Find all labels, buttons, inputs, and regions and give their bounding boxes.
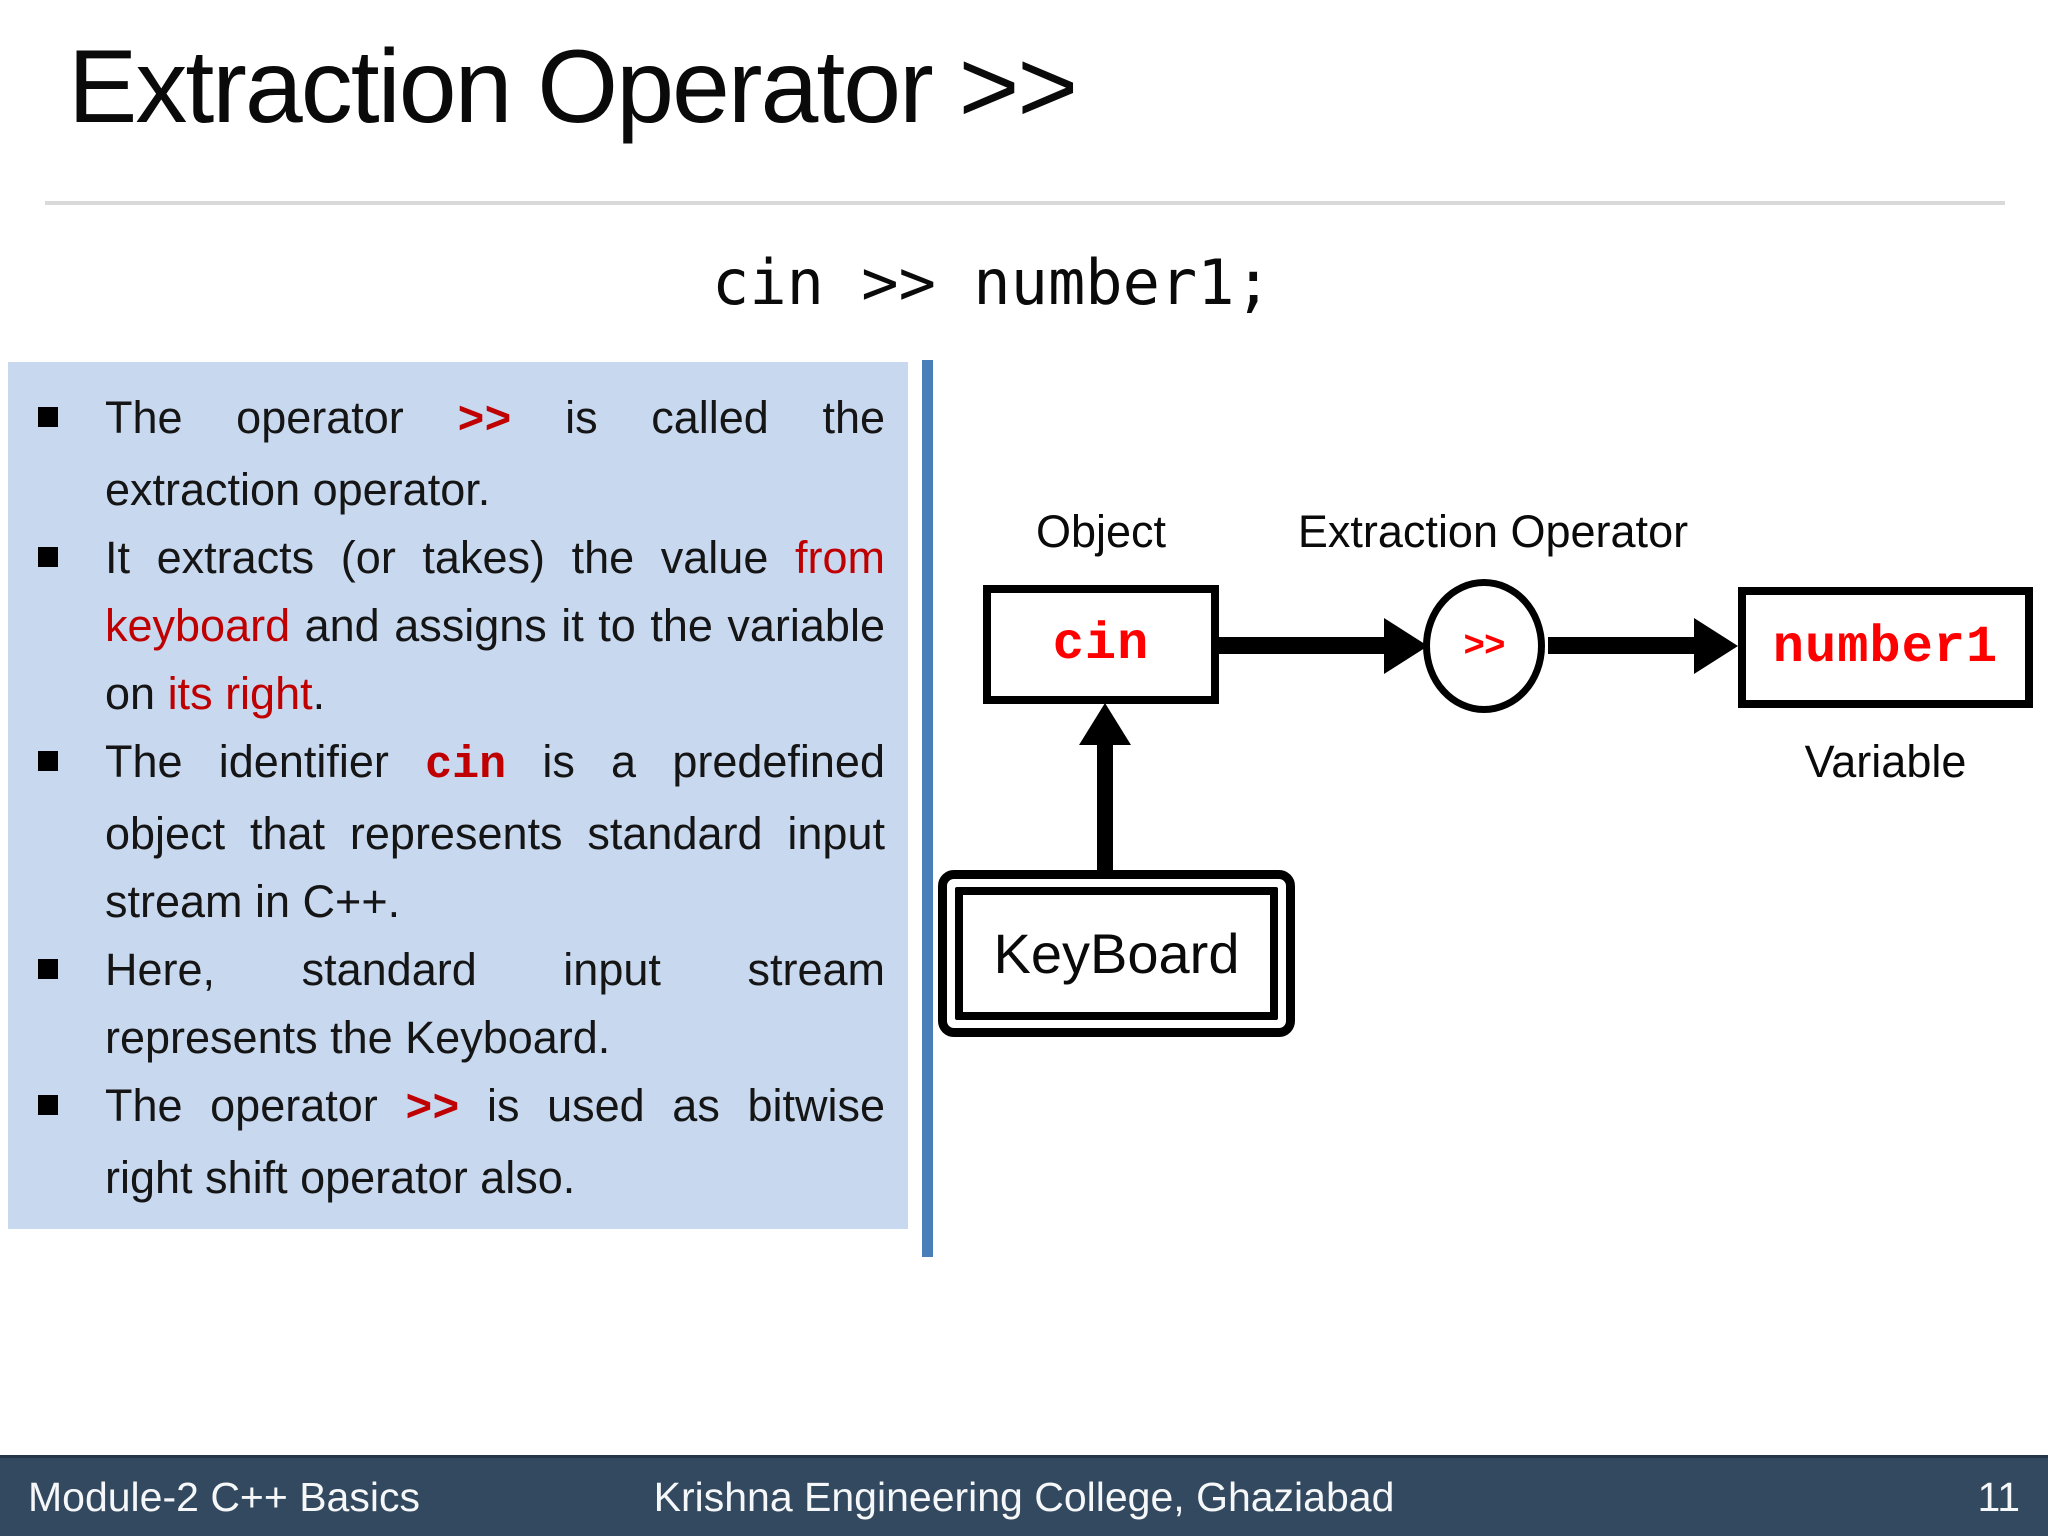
bullet-marker-icon	[38, 407, 58, 427]
number1-box: number1	[1738, 587, 2033, 708]
bullet-marker-icon	[38, 751, 58, 771]
bullet-list: The operator >> is called the extraction…	[8, 384, 908, 1212]
cin-text: cin	[1052, 615, 1150, 674]
number1-text: number1	[1772, 618, 1999, 677]
arrowhead-right-icon	[1694, 618, 1738, 674]
variable-label: Variable	[1804, 736, 1967, 787]
extraction-operator-label: Extraction Operator	[1297, 506, 1689, 557]
bullet-item: Here, standard input stream represents t…	[8, 936, 908, 1072]
keyboard-text: KeyBoard	[993, 922, 1240, 985]
page-title: Extraction Operator >>	[68, 29, 1078, 145]
footer-page-number: 11	[1977, 1473, 2020, 1520]
bullet-item: The operator >> is used as bitwise right…	[8, 1072, 908, 1212]
arrowhead-up-icon	[1079, 703, 1131, 745]
bullet-text: The operator >> is used as bitwise right…	[105, 1080, 885, 1203]
bullet-text: The operator >> is called the extraction…	[105, 392, 886, 515]
cin-box: cin	[983, 585, 1219, 704]
arrow-operator-to-variable	[1548, 637, 1697, 654]
arrowhead-right-icon	[1384, 618, 1428, 674]
title-divider-line	[45, 201, 2005, 205]
bullet-item: The identifier cin is a predefined objec…	[8, 728, 908, 936]
code-statement: cin >> number1;	[712, 246, 1272, 319]
footer-course-label: Module-2 C++ Basics	[28, 1473, 420, 1520]
bullet-text: Here, standard input stream represents t…	[105, 944, 885, 1063]
bullet-marker-icon	[38, 547, 58, 567]
operator-circle: >>	[1423, 579, 1545, 713]
object-label: Object	[1035, 506, 1167, 557]
bullet-text: It extracts (or takes) the value from ke…	[105, 532, 885, 719]
arrow-cin-to-operator	[1219, 637, 1387, 654]
bullet-panel: The operator >> is called the extraction…	[8, 362, 908, 1229]
bullet-marker-icon	[38, 1095, 58, 1115]
bullet-marker-icon	[38, 959, 58, 979]
vertical-divider	[922, 360, 933, 1257]
arrow-keyboard-to-cin	[1097, 740, 1113, 872]
bullet-text: The identifier cin is a predefined objec…	[105, 736, 885, 927]
keyboard-box: KeyBoard	[938, 870, 1295, 1037]
bullet-item: The operator >> is called the extraction…	[8, 384, 908, 524]
operator-text: >>	[1463, 625, 1505, 667]
keyboard-inner-box: KeyBoard	[955, 887, 1278, 1020]
bullet-item: It extracts (or takes) the value from ke…	[8, 524, 908, 728]
footer-college-label: Krishna Engineering College, Ghaziabad	[653, 1473, 1395, 1520]
footer-bar: Module-2 C++ Basics Krishna Engineering …	[0, 1455, 2048, 1536]
